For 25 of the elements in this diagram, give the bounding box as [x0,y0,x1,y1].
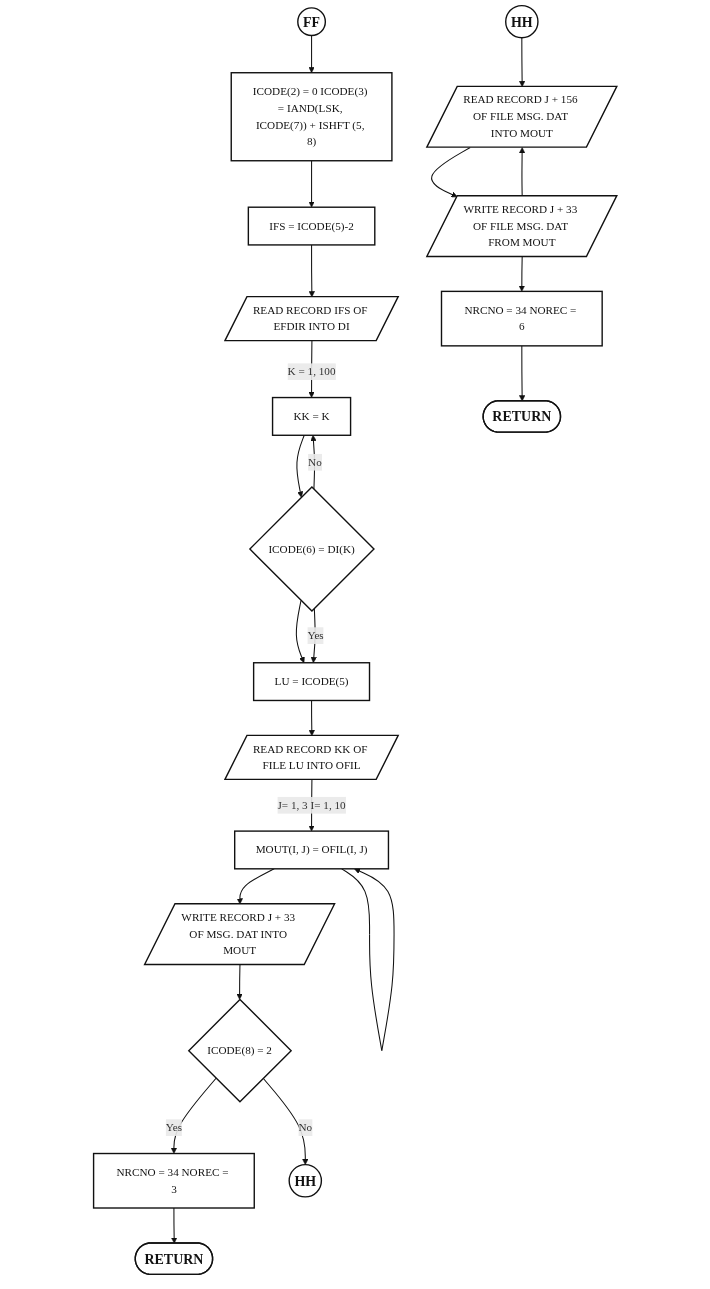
decision-diamond: ICODE(6) = DI(K) [248,486,375,613]
edge-label: J= 1, 3 I= 1, 10 [277,796,346,814]
edge-label: K = 1, 100 [287,363,336,381]
process-box: ICODE(2) = 0 ICODE(3) = IAND(LSK, ICODE(7)) + ISHFT (5, 8) [230,72,393,162]
process-box: NRCNO = 34 NOREC = 3 [92,1152,255,1209]
terminator-shape: RETURN [134,1242,214,1276]
io-parallelogram: READ RECORD J + 156 OF FILE MSG. DAT INTO MOUT [425,85,618,148]
edge-label: Yes [165,1119,182,1137]
edge-label: Yes [307,627,324,644]
io-parallelogram: WRITE RECORD J + 33 OF MSG. DAT INTO MOUT [143,903,336,966]
edge-label: No [307,453,322,471]
process-box: LU = ICODE(5) [252,662,370,702]
connector-circle: FF [296,7,326,37]
process-box: IFS = ICODE(5)-2 [247,206,376,246]
io-parallelogram: WRITE RECORD J + 33 OF FILE MSG. DAT FROM MOUT [425,195,618,258]
terminator-shape: RETURN [482,400,561,433]
connector-circle: HH [504,4,539,39]
io-parallelogram: READ RECORD IFS OF EFDIR INTO DI [223,295,400,342]
process-box: NRCNO = 34 NOREC = 6 [440,290,603,347]
edge-label: No [298,1119,312,1137]
connector-circle: HH [288,1163,322,1198]
process-box: MOUT(I, J) = OFIL(I, J) [233,830,389,870]
decision-diamond: ICODE(8) = 2 [187,998,292,1103]
process-box: KK = K [271,396,352,436]
io-parallelogram: READ RECORD KK OF FILE LU INTO OFIL [223,734,400,781]
